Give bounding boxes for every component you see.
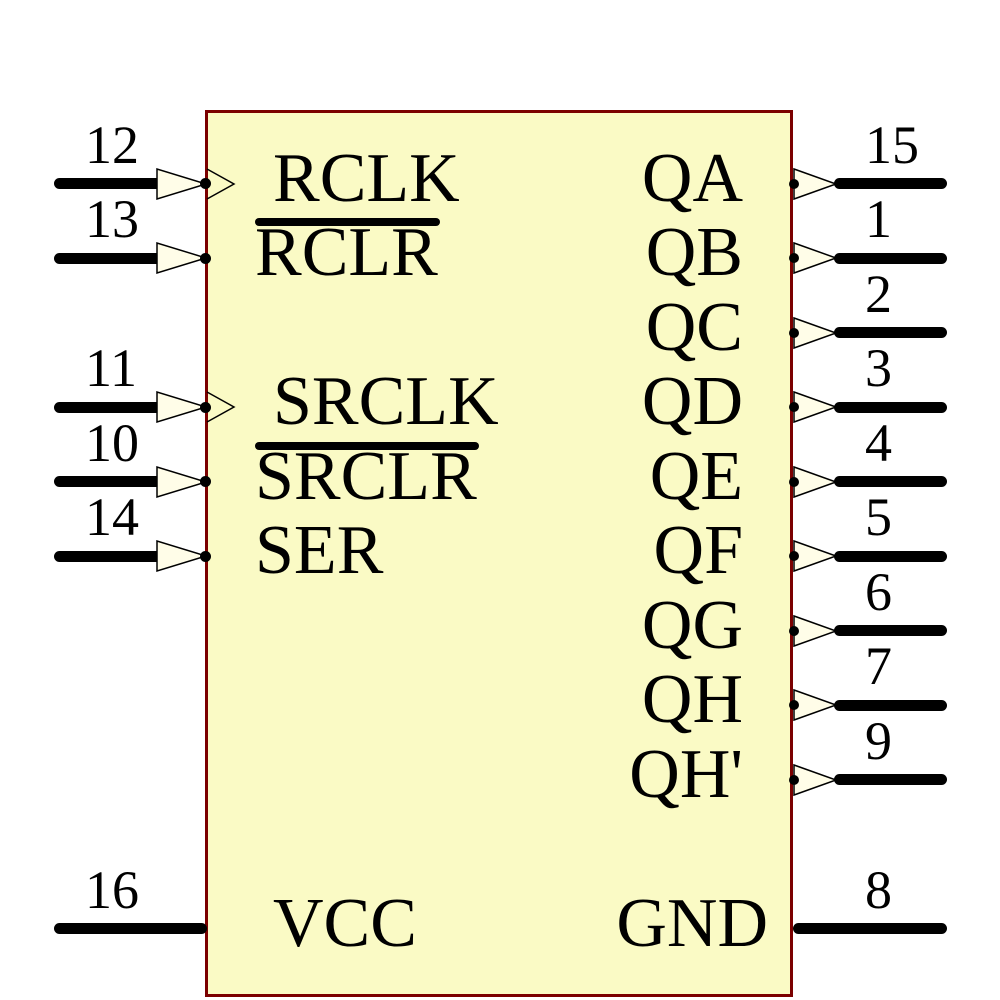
pin-label: QE — [649, 437, 743, 515]
active-low-overline — [255, 441, 479, 450]
pin-number: 13 — [85, 189, 139, 249]
pin-dot — [789, 551, 799, 561]
pin-number: 10 — [85, 412, 139, 473]
pin-wire — [834, 625, 947, 636]
clock-edge-icon — [206, 391, 236, 423]
pin-label: GND — [616, 884, 768, 962]
pin-number: 7 — [865, 636, 892, 696]
pin-label: SER — [255, 512, 384, 589]
pin-number: 5 — [865, 487, 892, 547]
output-arrow-icon — [793, 763, 839, 796]
pin-dot — [789, 402, 799, 412]
pin-number: 8 — [865, 859, 892, 920]
pin-wire — [834, 252, 947, 264]
pin-number: 2 — [865, 263, 892, 324]
pin-wire — [54, 550, 162, 562]
pin-number: 11 — [85, 338, 137, 398]
pin-dot — [200, 252, 211, 264]
pin-label: RCLK — [273, 139, 460, 217]
pin-number: 3 — [865, 338, 892, 398]
pin-wire — [834, 550, 947, 562]
pin-number: 1 — [865, 189, 892, 249]
input-arrow-icon — [156, 390, 209, 424]
pin-wire — [834, 178, 947, 189]
output-arrow-icon — [793, 614, 839, 647]
pin-dot — [789, 178, 799, 189]
pin-wire — [834, 401, 947, 413]
pin-wire — [834, 774, 947, 785]
pin-dot — [200, 476, 211, 487]
input-arrow-icon — [156, 465, 209, 498]
pin-label: QC — [645, 288, 743, 366]
output-arrow-icon — [793, 316, 839, 349]
output-arrow-icon — [793, 539, 839, 573]
clock-edge-icon — [206, 167, 236, 200]
pin-number: 14 — [85, 487, 139, 547]
pin-dot — [200, 401, 211, 413]
pin-number: 4 — [865, 412, 892, 473]
input-arrow-icon — [156, 167, 209, 200]
pin-label: QF — [653, 512, 743, 589]
output-arrow-icon — [793, 688, 839, 722]
pin-dot — [789, 476, 799, 487]
pin-wire — [793, 923, 947, 934]
output-arrow-icon — [793, 241, 839, 275]
pin-wire — [54, 401, 162, 413]
pin-number: 16 — [85, 859, 139, 920]
pin-dot — [789, 700, 799, 710]
pin-label: VCC — [273, 884, 417, 962]
pin-dot — [789, 327, 799, 338]
input-arrow-icon — [156, 241, 209, 275]
pin-label: QG — [641, 586, 743, 664]
chip-body — [205, 110, 793, 997]
pin-dot — [200, 550, 211, 562]
active-low-overline — [255, 218, 440, 226]
pin-wire — [54, 178, 162, 189]
pin-label: SRCLK — [273, 363, 499, 440]
pin-dot — [789, 774, 799, 785]
pin-wire — [834, 476, 947, 487]
pin-number: 6 — [865, 561, 892, 622]
output-arrow-icon — [793, 390, 839, 424]
pin-label: QB — [645, 214, 743, 291]
pin-dot — [789, 253, 799, 263]
pin-wire — [54, 476, 162, 487]
pin-number: 15 — [865, 114, 919, 175]
pin-wire — [54, 923, 207, 934]
pin-dot — [200, 178, 211, 189]
pin-dot — [789, 625, 799, 636]
pin-wire — [834, 327, 947, 338]
pin-number: 12 — [85, 114, 139, 175]
pin-wire — [834, 699, 947, 711]
pin-label: QH — [641, 661, 743, 738]
pin-label: QD — [641, 363, 743, 440]
output-arrow-icon — [793, 465, 839, 498]
pin-wire — [54, 252, 162, 264]
input-arrow-icon — [156, 539, 209, 573]
pin-label: QA — [641, 139, 743, 217]
pin-label: SRCLR — [255, 437, 477, 515]
pin-number: 9 — [865, 710, 892, 771]
pin-label: RCLR — [255, 214, 438, 291]
output-arrow-icon — [793, 167, 839, 200]
pin-label: QH' — [629, 735, 743, 813]
